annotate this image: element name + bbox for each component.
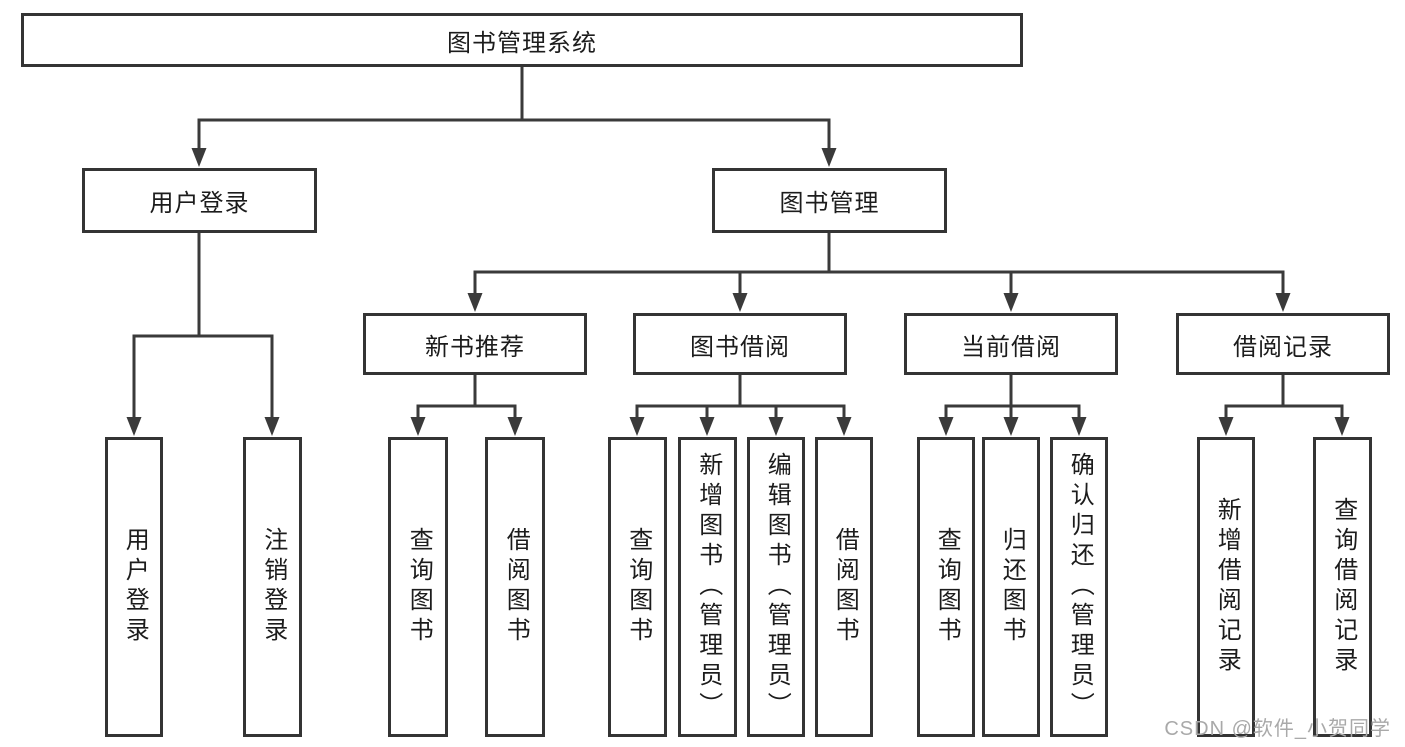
leaf-label: 借阅图书 [831,527,859,647]
leaf-label: 确认归还（管理员） [1066,452,1094,722]
leaf-rec-borrow-book: 借阅图书 [485,437,545,737]
leaf-cb-query-book: 查询图书 [917,437,975,737]
leaf-label: 用户登录 [121,527,149,647]
node-book-management: 图书管理 [712,168,947,233]
leaf-bb-query-book: 查询图书 [608,437,667,737]
node-label: 新书推荐 [425,333,525,361]
leaf-bb-add-book-admin: 新增图书（管理员） [678,437,737,737]
leaf-label: 编辑图书（管理员） [763,452,791,722]
node-user-login: 用户登录 [82,168,317,233]
node-borrow-records: 借阅记录 [1176,313,1390,375]
node-label: 图书借阅 [690,333,790,361]
leaf-label: 注销登录 [259,527,287,647]
node-label: 图书管理 [779,190,880,217]
leaf-label: 查询图书 [624,527,652,647]
leaf-br-add-record: 新增借阅记录 [1197,437,1255,737]
leaf-cb-return-book: 归还图书 [982,437,1040,737]
leaf-bb-edit-book-admin: 编辑图书（管理员） [747,437,805,737]
leaf-cb-confirm-return-admin: 确认归还（管理员） [1050,437,1108,737]
leaf-label: 新增图书（管理员） [694,452,722,722]
node-book-borrow: 图书借阅 [633,313,847,375]
node-new-book-recommend: 新书推荐 [363,313,587,375]
leaf-user-login: 用户登录 [105,437,163,737]
leaf-label: 查询借阅记录 [1329,497,1357,677]
leaf-br-query-record: 查询借阅记录 [1313,437,1372,737]
leaf-label: 新增借阅记录 [1213,497,1241,677]
node-root-system: 图书管理系统 [21,13,1023,67]
leaf-label: 查询图书 [933,527,961,647]
node-label: 当前借阅 [961,333,1061,361]
leaf-bb-borrow-book: 借阅图书 [815,437,873,737]
node-label: 用户登录 [149,190,250,217]
node-label: 图书管理系统 [447,29,597,57]
leaf-label: 借阅图书 [502,527,530,647]
leaf-rec-query-book: 查询图书 [388,437,448,737]
csdn-watermark: CSDN @软件_小贺同学 [1164,718,1391,740]
leaf-logout: 注销登录 [243,437,302,737]
node-label: 借阅记录 [1233,333,1333,361]
leaf-label: 查询图书 [405,527,433,647]
node-current-borrow: 当前借阅 [904,313,1118,375]
leaf-label: 归还图书 [998,527,1026,647]
